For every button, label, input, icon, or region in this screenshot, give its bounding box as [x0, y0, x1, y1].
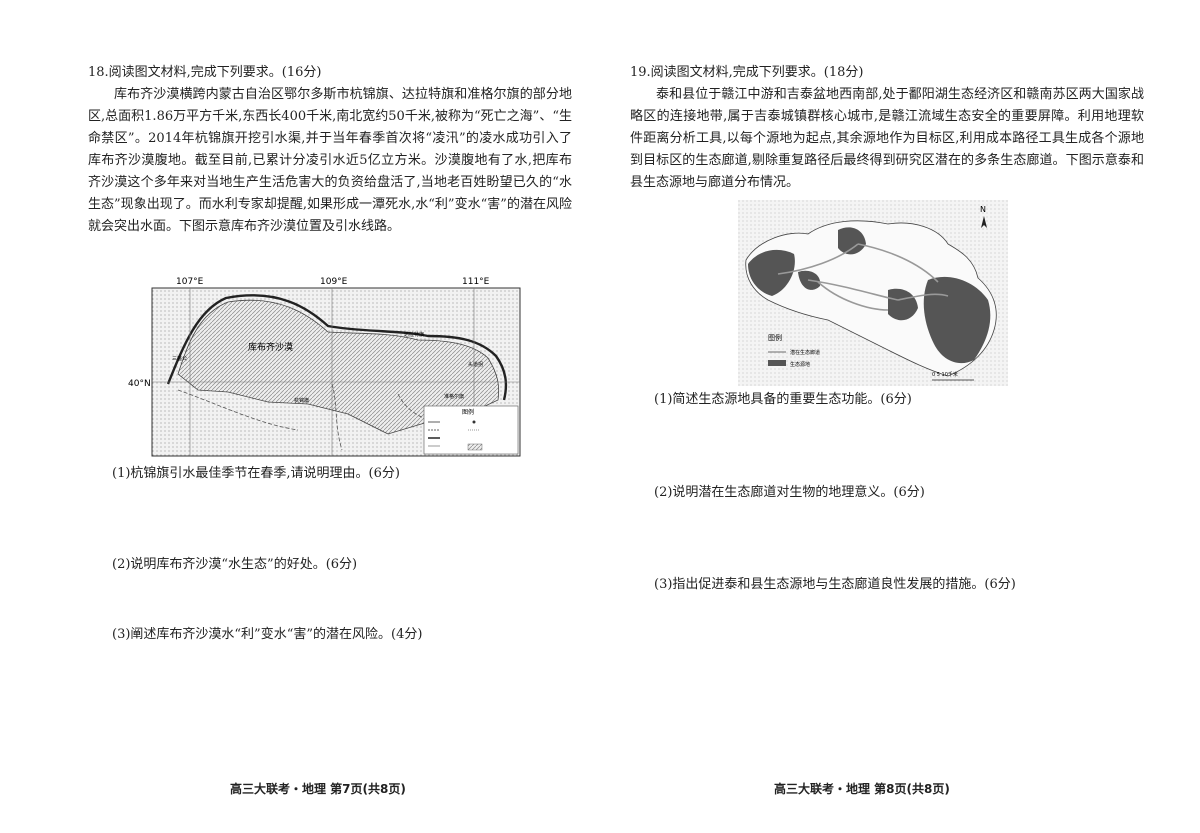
q19-title: 19.阅读图文材料,完成下列要求。(18分): [630, 65, 864, 80]
right-page: 19.阅读图文材料,完成下列要求。(18分) 泰和县位于赣江中游和吉泰盆地西南部…: [600, 0, 1200, 833]
taihe-map-svg: N 图例 潜在生态廊道 生态源地 0 5 10千米: [738, 200, 1008, 386]
corridor-lines: [777, 243, 949, 311]
q19-sub2: (2)说明潜在生态廊道对生物的地理意义。(6分): [654, 485, 925, 500]
desert-label: 库布齐沙漠: [248, 341, 293, 353]
left-footer: 高三大联考・地理 第7页(共8页): [230, 782, 406, 796]
q18-sub2: (2)说明库布齐沙漠“水生态”的好处。(6分): [112, 557, 358, 572]
taihe-legend: 图例 潜在生态廊道 生态源地: [768, 333, 820, 368]
q19-sub1: (1)简述生态源地具备的重要生态功能。(6分): [654, 392, 912, 407]
q19-sub3: (3)指出促进泰和县生态源地与生态廊道良性发展的措施。(6分): [654, 577, 1016, 592]
desert-area: [177, 299, 500, 435]
lon-label-107: 107°E: [176, 277, 204, 287]
q18-paragraph: 库布齐沙漠横跨内蒙古自治区鄂尔多斯市杭锦旗、达拉特旗和准格尔旗的部分地区,总面积…: [88, 87, 572, 234]
north-label: N: [980, 205, 986, 214]
taihe-map: N 图例 潜在生态廊道 生态源地 0 5 10千米: [738, 200, 1008, 386]
map-legend: 图例: [423, 405, 519, 455]
q18-sub1: (1)杭锦旗引水最佳季节在春季,请说明理由。(6分): [112, 466, 400, 481]
taihe-legend-title: 图例: [768, 333, 782, 342]
place-toudaoguai: 头道拐: [468, 361, 483, 368]
left-page: 18.阅读图文材料,完成下列要求。(16分) 库布齐沙漠横跨内蒙古自治区鄂尔多斯…: [88, 65, 572, 796]
legend-source-label: 生态源地: [790, 361, 810, 368]
legend-title: 图例: [462, 408, 474, 416]
scale-label: 0 5 10千米: [932, 371, 958, 378]
source-patches: [748, 227, 991, 364]
q19-paragraph: 泰和县位于赣江中游和吉泰盆地西南部,处于鄱阳湖生态经济区和赣南苏区两大国家战略区…: [630, 87, 1144, 190]
legend-corridor-label: 潜在生态廊道: [790, 349, 820, 356]
lat-label-40: 40°N: [128, 379, 151, 389]
place-sanshenggong: 三盛公: [172, 355, 187, 362]
lon-label-109: 109°E: [320, 277, 348, 287]
lon-label-111: 111°E: [462, 277, 490, 287]
place-zhungeer: 准格尔旗: [444, 393, 464, 400]
q18-sub3: (3)阐述库布齐沙漠水“利”变水“害”的潜在风险。(4分): [112, 627, 423, 642]
place-hangjin: 杭锦旗: [294, 397, 309, 404]
kubuqi-map: 107°E 109°E 111°E 40°N 库布齐沙漠 三盛公 达拉特旗 头道…: [128, 274, 532, 460]
right-footer: 高三大联考・地理 第8页(共8页): [774, 782, 950, 796]
north-arrow-icon: [981, 216, 987, 228]
yellow-river: [166, 294, 508, 401]
place-dalate: 达拉特旗: [404, 331, 424, 338]
q18-title: 18.阅读图文材料,完成下列要求。(16分): [88, 65, 322, 80]
legend-source-swatch: [768, 360, 786, 366]
kubuqi-map-svg: 107°E 109°E 111°E 40°N 库布齐沙漠 三盛公 达拉特旗 头道…: [128, 277, 521, 457]
